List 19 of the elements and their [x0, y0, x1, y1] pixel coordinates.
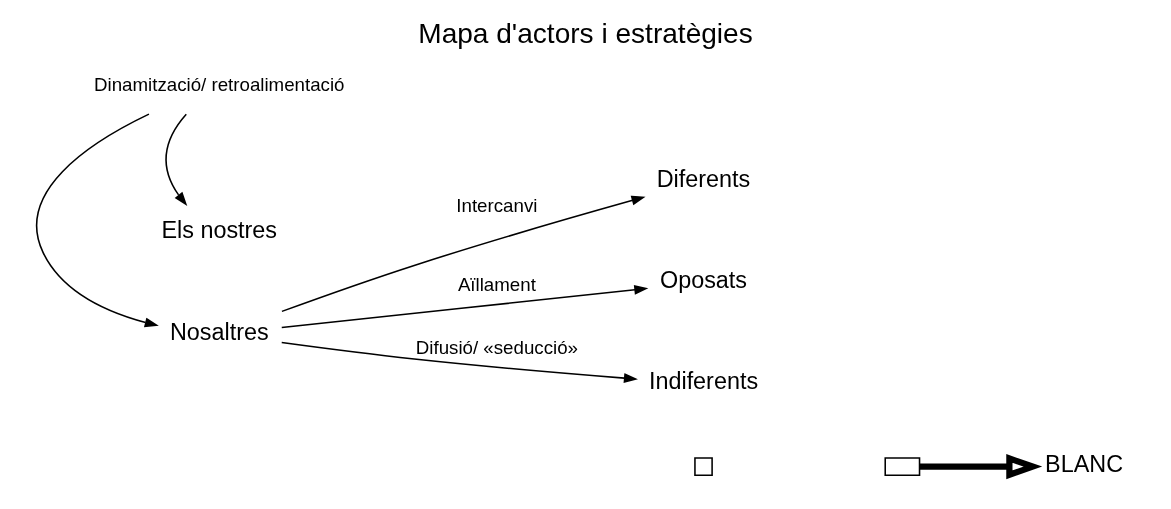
- diagram-title: Mapa d'actors i estratègies: [418, 18, 753, 50]
- edge-label: Intercanvi: [456, 194, 538, 216]
- arrow: [281, 195, 646, 313]
- edge-label: Difusió/ «seducció»: [415, 336, 578, 358]
- node-box: [884, 457, 921, 476]
- node-text: Indiferents: [648, 368, 759, 395]
- node-text: Els nostres: [161, 217, 278, 244]
- arrow: [280, 341, 638, 383]
- node-text: Nosaltres: [169, 318, 269, 345]
- edge-label: Aïllament: [457, 274, 536, 296]
- node-text: Diferents: [656, 165, 751, 192]
- arrow: [919, 454, 1043, 480]
- node-text: Oposats: [659, 267, 748, 294]
- node-text: Dinamització/ retroalimentació: [94, 73, 345, 95]
- arrow: [35, 113, 159, 328]
- node-box: [694, 457, 713, 476]
- arrow: [165, 113, 188, 206]
- arrow: [280, 284, 649, 329]
- node-text: BLANC: [1045, 451, 1124, 478]
